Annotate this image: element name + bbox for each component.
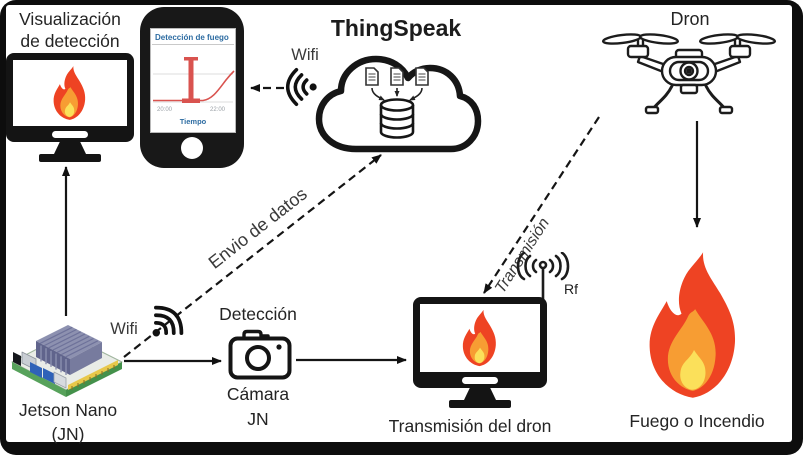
- monitor-stand: [54, 142, 86, 154]
- jetson-nano-illustration: [11, 325, 123, 397]
- deteccion-label: Detección: [219, 304, 297, 324]
- visualization-title-line2: de detección: [20, 31, 120, 51]
- phone-chart: Detección de fuego 20:00 22:00 Tiempo: [152, 33, 235, 126]
- document-icons: [365, 67, 429, 86]
- chart-xlabel: Tiempo: [180, 117, 207, 126]
- arrow-jetson-to-cloud: [123, 154, 382, 358]
- smartphone: Detección de fuego 20:00 22:00 Tiempo: [140, 7, 244, 168]
- monitor-screen: [13, 60, 127, 126]
- fire-label: Fuego o Incendio: [629, 411, 765, 431]
- fire-icon: [53, 66, 86, 120]
- monitor-dron-label: Transmisión del dron: [388, 416, 552, 436]
- camera-label-line1: Cámara: [226, 384, 290, 404]
- fire-icon: [462, 309, 496, 367]
- visualization-title-line1: Visualización: [19, 9, 121, 29]
- wifi-icon: [285, 67, 317, 107]
- monitor-visualization: [6, 53, 134, 162]
- monitor-screen: [420, 304, 540, 372]
- phone-home-button: [181, 137, 203, 159]
- monitor-base: [39, 154, 101, 162]
- dron-label: Dron: [670, 9, 710, 29]
- wifi-jetson-label: Wifi: [110, 320, 138, 338]
- drone-icon: [601, 33, 777, 115]
- chart-tick-left: 20:00: [157, 107, 173, 113]
- camera-label-line2: JN: [247, 409, 269, 429]
- jetson-label-line2: (JN): [51, 424, 85, 444]
- monitor-frame: [413, 297, 547, 388]
- wifi-icon: [152, 305, 184, 337]
- monitor-button: [462, 377, 498, 384]
- phone-screen: Detección de fuego 20:00 22:00 Tiempo: [150, 28, 236, 133]
- phone-chart-title: Detección de fuego: [155, 33, 229, 42]
- rf-label: Rf: [564, 281, 578, 297]
- thingspeak-cloud-icon: [315, 55, 482, 153]
- chart-tick-right: 22:00: [210, 107, 226, 113]
- wifi-cloud-label: Wifi: [291, 46, 319, 64]
- visualization-title: Visualización de detección: [8, 8, 132, 52]
- thingspeak-label: ThingSpeak: [330, 15, 462, 41]
- monitor-frame: [6, 53, 134, 142]
- camera-icon: [228, 329, 292, 380]
- jetson-label: Jetson Nano (JN): [0, 398, 136, 446]
- monitor-dron: [413, 297, 547, 408]
- camera-label: Cámara JN: [218, 382, 298, 432]
- arrow-drone-to-monitor2: [483, 116, 600, 294]
- chart-series-line: [153, 70, 235, 102]
- fire-icon-large: [649, 252, 736, 398]
- database-icon: [379, 98, 415, 139]
- chart-spike-marker: [188, 59, 194, 101]
- monitor-button: [52, 131, 88, 138]
- monitor-stand: [464, 388, 496, 400]
- jetson-label-line1: Jetson Nano: [18, 400, 118, 420]
- monitor-base: [449, 400, 511, 408]
